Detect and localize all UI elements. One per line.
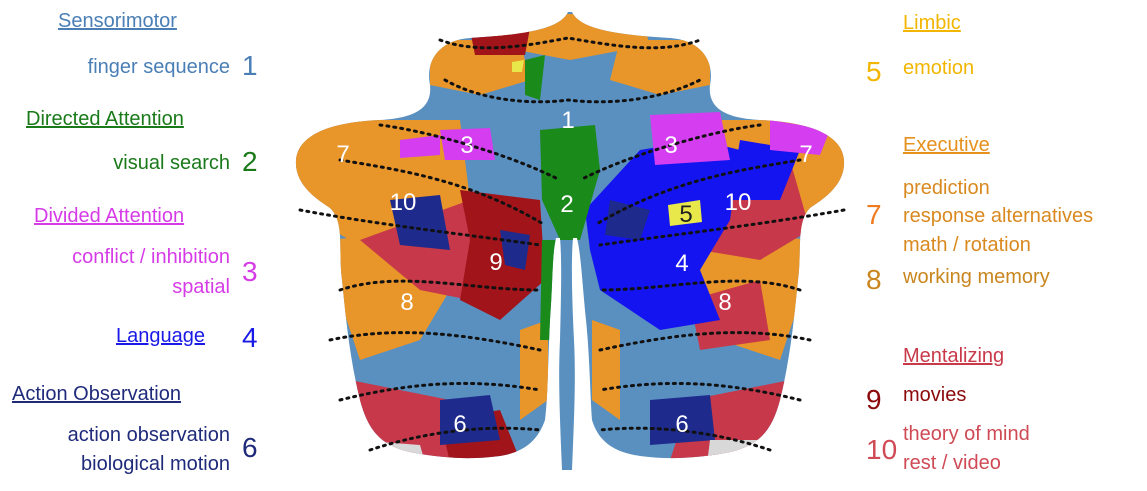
directed-attention-task: visual search bbox=[113, 152, 230, 175]
divided-attention-number: 3 bbox=[242, 256, 258, 288]
mentalizing-task-movies: movies bbox=[903, 384, 966, 407]
executive-task-working-memory: working memory bbox=[903, 266, 1050, 289]
map-label-3-left: 3 bbox=[460, 132, 473, 159]
language-number: 4 bbox=[242, 322, 258, 354]
action-observation-task-2: biological motion bbox=[81, 453, 230, 476]
map-label-4: 4 bbox=[675, 250, 688, 277]
executive-number-8: 8 bbox=[866, 264, 882, 296]
map-label-5: 5 bbox=[679, 201, 692, 228]
mentalizing-number-10: 10 bbox=[866, 434, 897, 466]
executive-heading: Executive bbox=[903, 134, 990, 157]
mentalizing-task-rest-video: rest / video bbox=[903, 452, 1001, 475]
sensorimotor-task: finger sequence bbox=[88, 56, 230, 79]
action-observation-number: 6 bbox=[242, 432, 258, 464]
map-label-3-right: 3 bbox=[664, 132, 677, 159]
map-label-2: 2 bbox=[560, 191, 573, 218]
map-label-6-left: 6 bbox=[453, 411, 466, 438]
map-label-7-right: 7 bbox=[799, 141, 812, 168]
map-label-6-right: 6 bbox=[675, 411, 688, 438]
language-heading: Language bbox=[116, 325, 205, 348]
mentalizing-number-9: 9 bbox=[866, 384, 882, 416]
map-label-8-right: 8 bbox=[718, 289, 731, 316]
action-observation-heading: Action Observation bbox=[12, 383, 181, 406]
sensorimotor-number: 1 bbox=[242, 50, 258, 82]
limbic-number: 5 bbox=[866, 56, 882, 88]
map-label-7-left: 7 bbox=[336, 141, 349, 168]
sensorimotor-heading: Sensorimotor bbox=[58, 10, 177, 33]
limbic-heading: Limbic bbox=[903, 12, 961, 35]
mentalizing-task-theory-of-mind: theory of mind bbox=[903, 423, 1030, 446]
divided-attention-heading: Divided Attention bbox=[34, 205, 184, 228]
map-label-1: 1 bbox=[561, 107, 574, 134]
executive-task-math-rotation: math / rotation bbox=[903, 234, 1031, 257]
limbic-task: emotion bbox=[903, 57, 974, 80]
map-label-9: 9 bbox=[489, 249, 502, 276]
executive-number-7: 7 bbox=[866, 199, 882, 231]
executive-task-prediction: prediction bbox=[903, 177, 990, 200]
cerebellar-flatmap: 1 2 3 3 4 5 6 6 7 7 8 8 9 10 10 bbox=[285, 0, 850, 491]
directed-attention-heading: Directed Attention bbox=[26, 108, 184, 131]
action-observation-task-1: action observation bbox=[68, 424, 230, 447]
map-label-10-left: 10 bbox=[390, 189, 417, 216]
divided-attention-task-1: conflict / inhibition bbox=[72, 246, 230, 269]
executive-task-response-alternatives: response alternatives bbox=[903, 205, 1093, 228]
mentalizing-heading: Mentalizing bbox=[903, 345, 1004, 368]
divided-attention-task-2: spatial bbox=[172, 276, 230, 299]
map-label-10-right: 10 bbox=[725, 189, 752, 216]
directed-attention-number: 2 bbox=[242, 146, 258, 178]
map-label-8-left: 8 bbox=[400, 289, 413, 316]
